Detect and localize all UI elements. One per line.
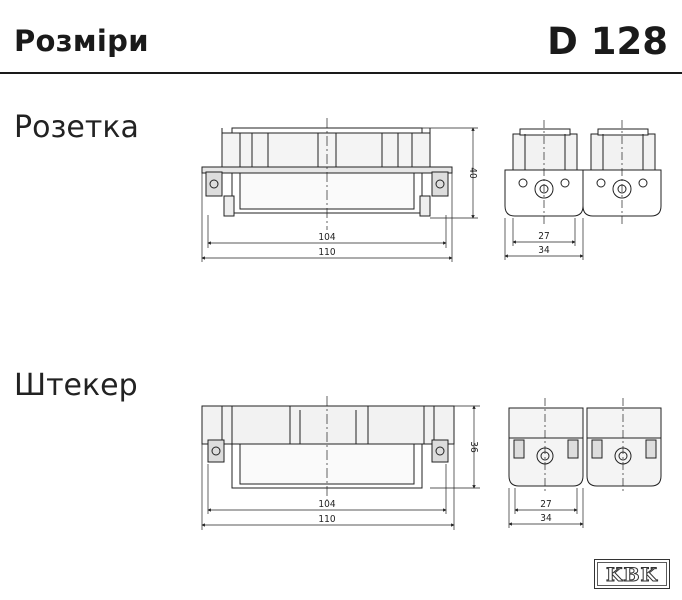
plug-dim-outer-width: 110 <box>318 514 335 525</box>
socket-dim-inner-width: 104 <box>318 232 335 243</box>
plug-side-view <box>508 398 662 494</box>
page-title: Розміри <box>14 24 149 58</box>
plug-dim-side-outer: 34 <box>540 513 552 524</box>
socket-dim-side-outer: 34 <box>538 245 550 256</box>
socket-front-view <box>201 118 453 230</box>
socket-dim-side-inner: 27 <box>538 231 549 242</box>
svg-text:KBK: KBK <box>606 564 659 586</box>
plug-front-dimensions <box>201 405 480 530</box>
socket-dim-height: 40 <box>467 167 478 179</box>
socket-side-dimensions <box>504 218 584 260</box>
plug-dim-side-inner: 27 <box>540 499 551 510</box>
socket-dim-outer-width: 110 <box>318 247 335 258</box>
plug-section-label: Штекер <box>14 368 138 403</box>
plug-dim-inner-width: 104 <box>318 499 335 510</box>
plug-dim-height: 36 <box>468 441 479 453</box>
socket-side-view <box>504 120 662 226</box>
kbk-logo: KBK <box>594 559 670 589</box>
plug-side-dimensions <box>508 488 584 528</box>
header-divider <box>0 72 682 74</box>
socket-section-label: Розетка <box>14 110 139 145</box>
product-code: D 128 <box>547 20 668 63</box>
plug-front-view <box>201 396 455 500</box>
socket-front-dimensions <box>201 127 478 262</box>
